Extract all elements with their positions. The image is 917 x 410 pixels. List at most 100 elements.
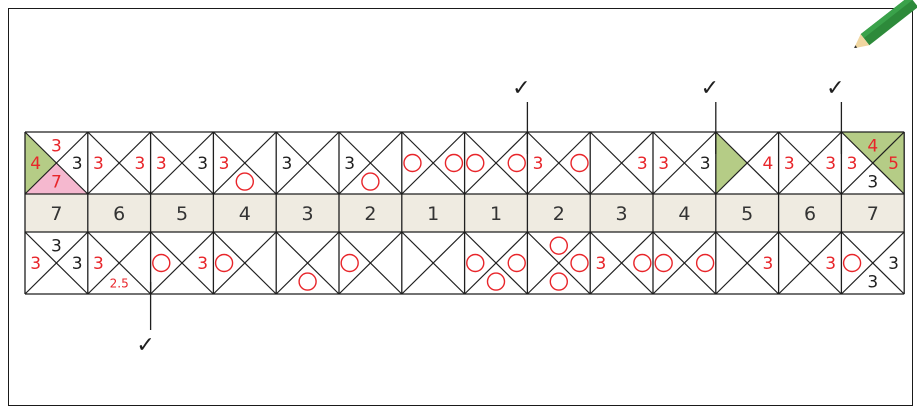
bottom-row-cell: 3 xyxy=(151,232,214,294)
row-count-number: 5 xyxy=(176,203,188,225)
cell-number: 3 xyxy=(281,154,292,174)
bottom-row-cell: 3 xyxy=(590,232,653,294)
bottom-row-cell xyxy=(653,232,716,294)
bottom-row-cell xyxy=(213,232,276,294)
cell-number: 3 xyxy=(219,154,230,174)
cell-number: 3 xyxy=(197,254,208,274)
top-row-cell xyxy=(465,132,528,194)
cell-number: 3 xyxy=(784,154,795,174)
circle-mark xyxy=(508,155,525,172)
row-count-number: 7 xyxy=(50,203,62,225)
cell-number: 4 xyxy=(763,154,774,174)
cell-number: 3 xyxy=(700,154,711,174)
cell-number: 3 xyxy=(533,154,544,174)
circle-mark xyxy=(508,255,525,272)
circle-mark xyxy=(697,255,714,272)
cell-number: 3 xyxy=(72,154,83,174)
bottom-row-cell xyxy=(276,232,339,294)
circle-mark xyxy=(153,255,170,272)
cell-number: 3 xyxy=(93,154,104,174)
row-count-number: 1 xyxy=(490,203,502,225)
cell-number: 3 xyxy=(867,173,878,193)
cell-number: 3 xyxy=(637,154,648,174)
check-icon: ✓ xyxy=(826,76,844,101)
circle-mark xyxy=(550,237,567,254)
check-icon: ✓ xyxy=(701,76,719,101)
circle-mark xyxy=(341,255,358,272)
check-icon: ✓ xyxy=(512,76,530,101)
shaded-triangle xyxy=(716,132,747,194)
pencil-icon xyxy=(842,0,917,48)
cell-number: 3 xyxy=(867,273,878,293)
bottom-row-cell: 3 xyxy=(779,232,842,294)
circle-mark xyxy=(236,173,253,190)
circle-mark xyxy=(844,255,861,272)
cell-number: 3 xyxy=(825,254,836,274)
cell-number: 3 xyxy=(30,254,41,274)
row-count-number: 3 xyxy=(616,203,628,225)
cell-number: 3 xyxy=(888,254,899,274)
top-row-cell: 3 xyxy=(213,132,276,194)
row-count-number: 4 xyxy=(678,203,690,225)
cell-number: 3 xyxy=(93,254,104,274)
cell-number: 3 xyxy=(847,154,858,174)
circle-mark xyxy=(655,255,672,272)
cell-number: 3 xyxy=(763,254,774,274)
cell-number: 3 xyxy=(72,254,83,274)
circle-mark xyxy=(445,155,462,172)
top-row-cell: 3 xyxy=(527,132,590,194)
top-row-cell xyxy=(402,132,465,194)
row-count-number: 6 xyxy=(113,203,125,225)
circle-mark xyxy=(467,155,484,172)
top-row-cell: 33 xyxy=(653,132,716,194)
cell-number: 3 xyxy=(825,154,836,174)
cell-number: 4 xyxy=(867,137,878,157)
circle-mark xyxy=(362,173,379,190)
cell-number: 3 xyxy=(197,154,208,174)
row-count-number: 2 xyxy=(553,203,565,225)
cell-number: 3 xyxy=(156,154,167,174)
row-count-number: 4 xyxy=(239,203,251,225)
row-count-number: 2 xyxy=(364,203,376,225)
cell-number: 5 xyxy=(888,154,899,174)
row-count-number: 6 xyxy=(804,203,816,225)
row-count-number: 3 xyxy=(302,203,314,225)
bottom-row-cell: 32.5 xyxy=(88,232,151,294)
circle-mark xyxy=(634,255,651,272)
circle-mark xyxy=(467,255,484,272)
bottom-row-cell xyxy=(402,232,465,294)
circle-mark xyxy=(488,273,505,290)
circle-mark xyxy=(299,273,316,290)
circle-mark xyxy=(571,155,588,172)
bottom-row-cell xyxy=(465,232,528,294)
cell-number: 7 xyxy=(51,173,62,193)
top-row-cell: 3 xyxy=(339,132,402,194)
cell-number: 2.5 xyxy=(110,277,129,291)
circle-mark xyxy=(404,155,421,172)
bottom-row-cell: 33 xyxy=(841,232,904,294)
cell-number: 3 xyxy=(135,154,146,174)
cell-number: 3 xyxy=(344,154,355,174)
cell-number: 3 xyxy=(51,137,62,157)
row-count-number: 5 xyxy=(741,203,753,225)
row-count-number: 1 xyxy=(427,203,439,225)
top-row-cell: 3 xyxy=(590,132,653,194)
bottom-row-cell xyxy=(527,232,590,294)
cell-number: 4 xyxy=(30,154,41,174)
bottom-row-cell xyxy=(339,232,402,294)
check-icon: ✓ xyxy=(136,333,154,358)
cell-number: 3 xyxy=(658,154,669,174)
top-row-cell: 3 xyxy=(276,132,339,194)
top-row-cell: 4 xyxy=(716,132,779,194)
bottom-row-cell: 3 xyxy=(716,232,779,294)
circle-mark xyxy=(550,273,567,290)
cell-number: 3 xyxy=(595,254,606,274)
cell-number: 3 xyxy=(51,237,62,257)
